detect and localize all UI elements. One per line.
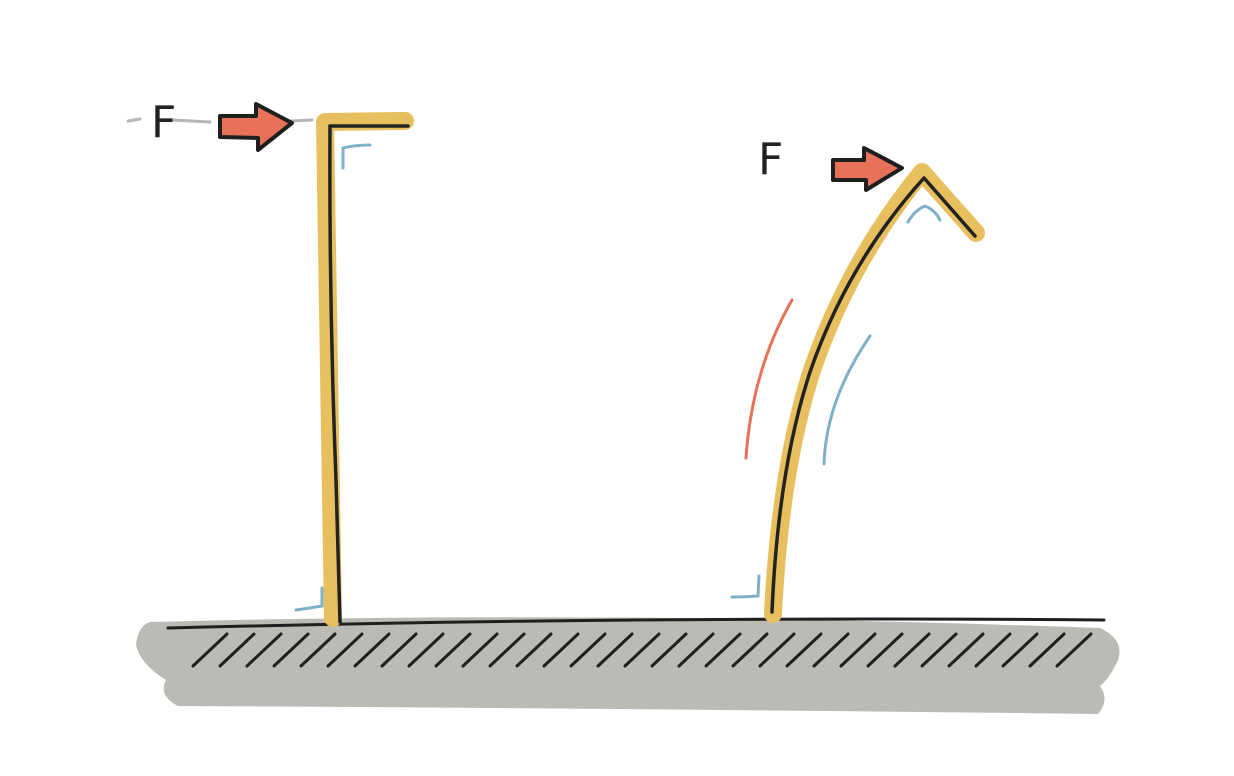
hatch-stroke [461,632,499,668]
hatch-stroke [650,632,688,668]
hatch-stroke [407,632,445,668]
hatch-stroke [974,632,1012,668]
hatch-stroke [758,632,796,668]
hatch-stroke [569,632,607,668]
ground-slab [136,617,1120,714]
hatch-stroke [218,632,256,668]
hatch-stroke [299,632,337,668]
hatch-stroke [542,632,580,668]
hatch-stroke [434,632,472,668]
force-left: F [126,97,314,152]
force-label-left: F [151,97,176,148]
right-angle-marker-top-right [906,204,942,224]
hatch-stroke [1001,632,1039,668]
hatch-stroke [326,632,364,668]
hatch-stroke [812,632,850,668]
ground-hatching [191,632,1093,668]
bent-beam-line [770,176,977,614]
hatch-stroke [731,632,769,668]
hatch-stroke [596,632,634,668]
right-angle-marker-bottom-right [730,574,761,599]
hatch-stroke [785,632,823,668]
hatch-stroke [1055,632,1093,668]
hatch-stroke [272,632,310,668]
hatch-stroke [677,632,715,668]
force-arrow-icon [218,102,294,152]
hatch-stroke [191,632,229,668]
hatch-stroke [488,632,526,668]
hatch-stroke [1028,632,1066,668]
hatch-stroke [866,632,904,668]
force-label-right: F [758,134,783,185]
hatch-stroke [920,632,958,668]
straight-beam [294,112,414,627]
hatch-stroke [704,632,742,668]
ground-surface-line [166,617,1106,630]
right-angle-marker-bottom-left [294,586,324,612]
bend-indicator-inner [822,334,872,466]
hatch-stroke [893,632,931,668]
hatch-stroke [839,632,877,668]
right-angle-marker-top-left [341,143,372,170]
force-arrow-icon [831,146,904,192]
straight-beam-line [328,124,410,624]
hatch-stroke [380,632,418,668]
hatch-stroke [245,632,283,668]
hatch-stroke [515,632,553,668]
force-right: F [758,134,904,192]
hatch-stroke [947,632,985,668]
hatch-stroke [623,632,661,668]
ground [136,617,1120,714]
bent-beam [730,163,985,623]
dashed-guide-left [126,117,314,124]
hatch-stroke [353,632,391,668]
straight-beam-highlight [316,112,414,627]
bend-indicator-outer [744,298,794,460]
